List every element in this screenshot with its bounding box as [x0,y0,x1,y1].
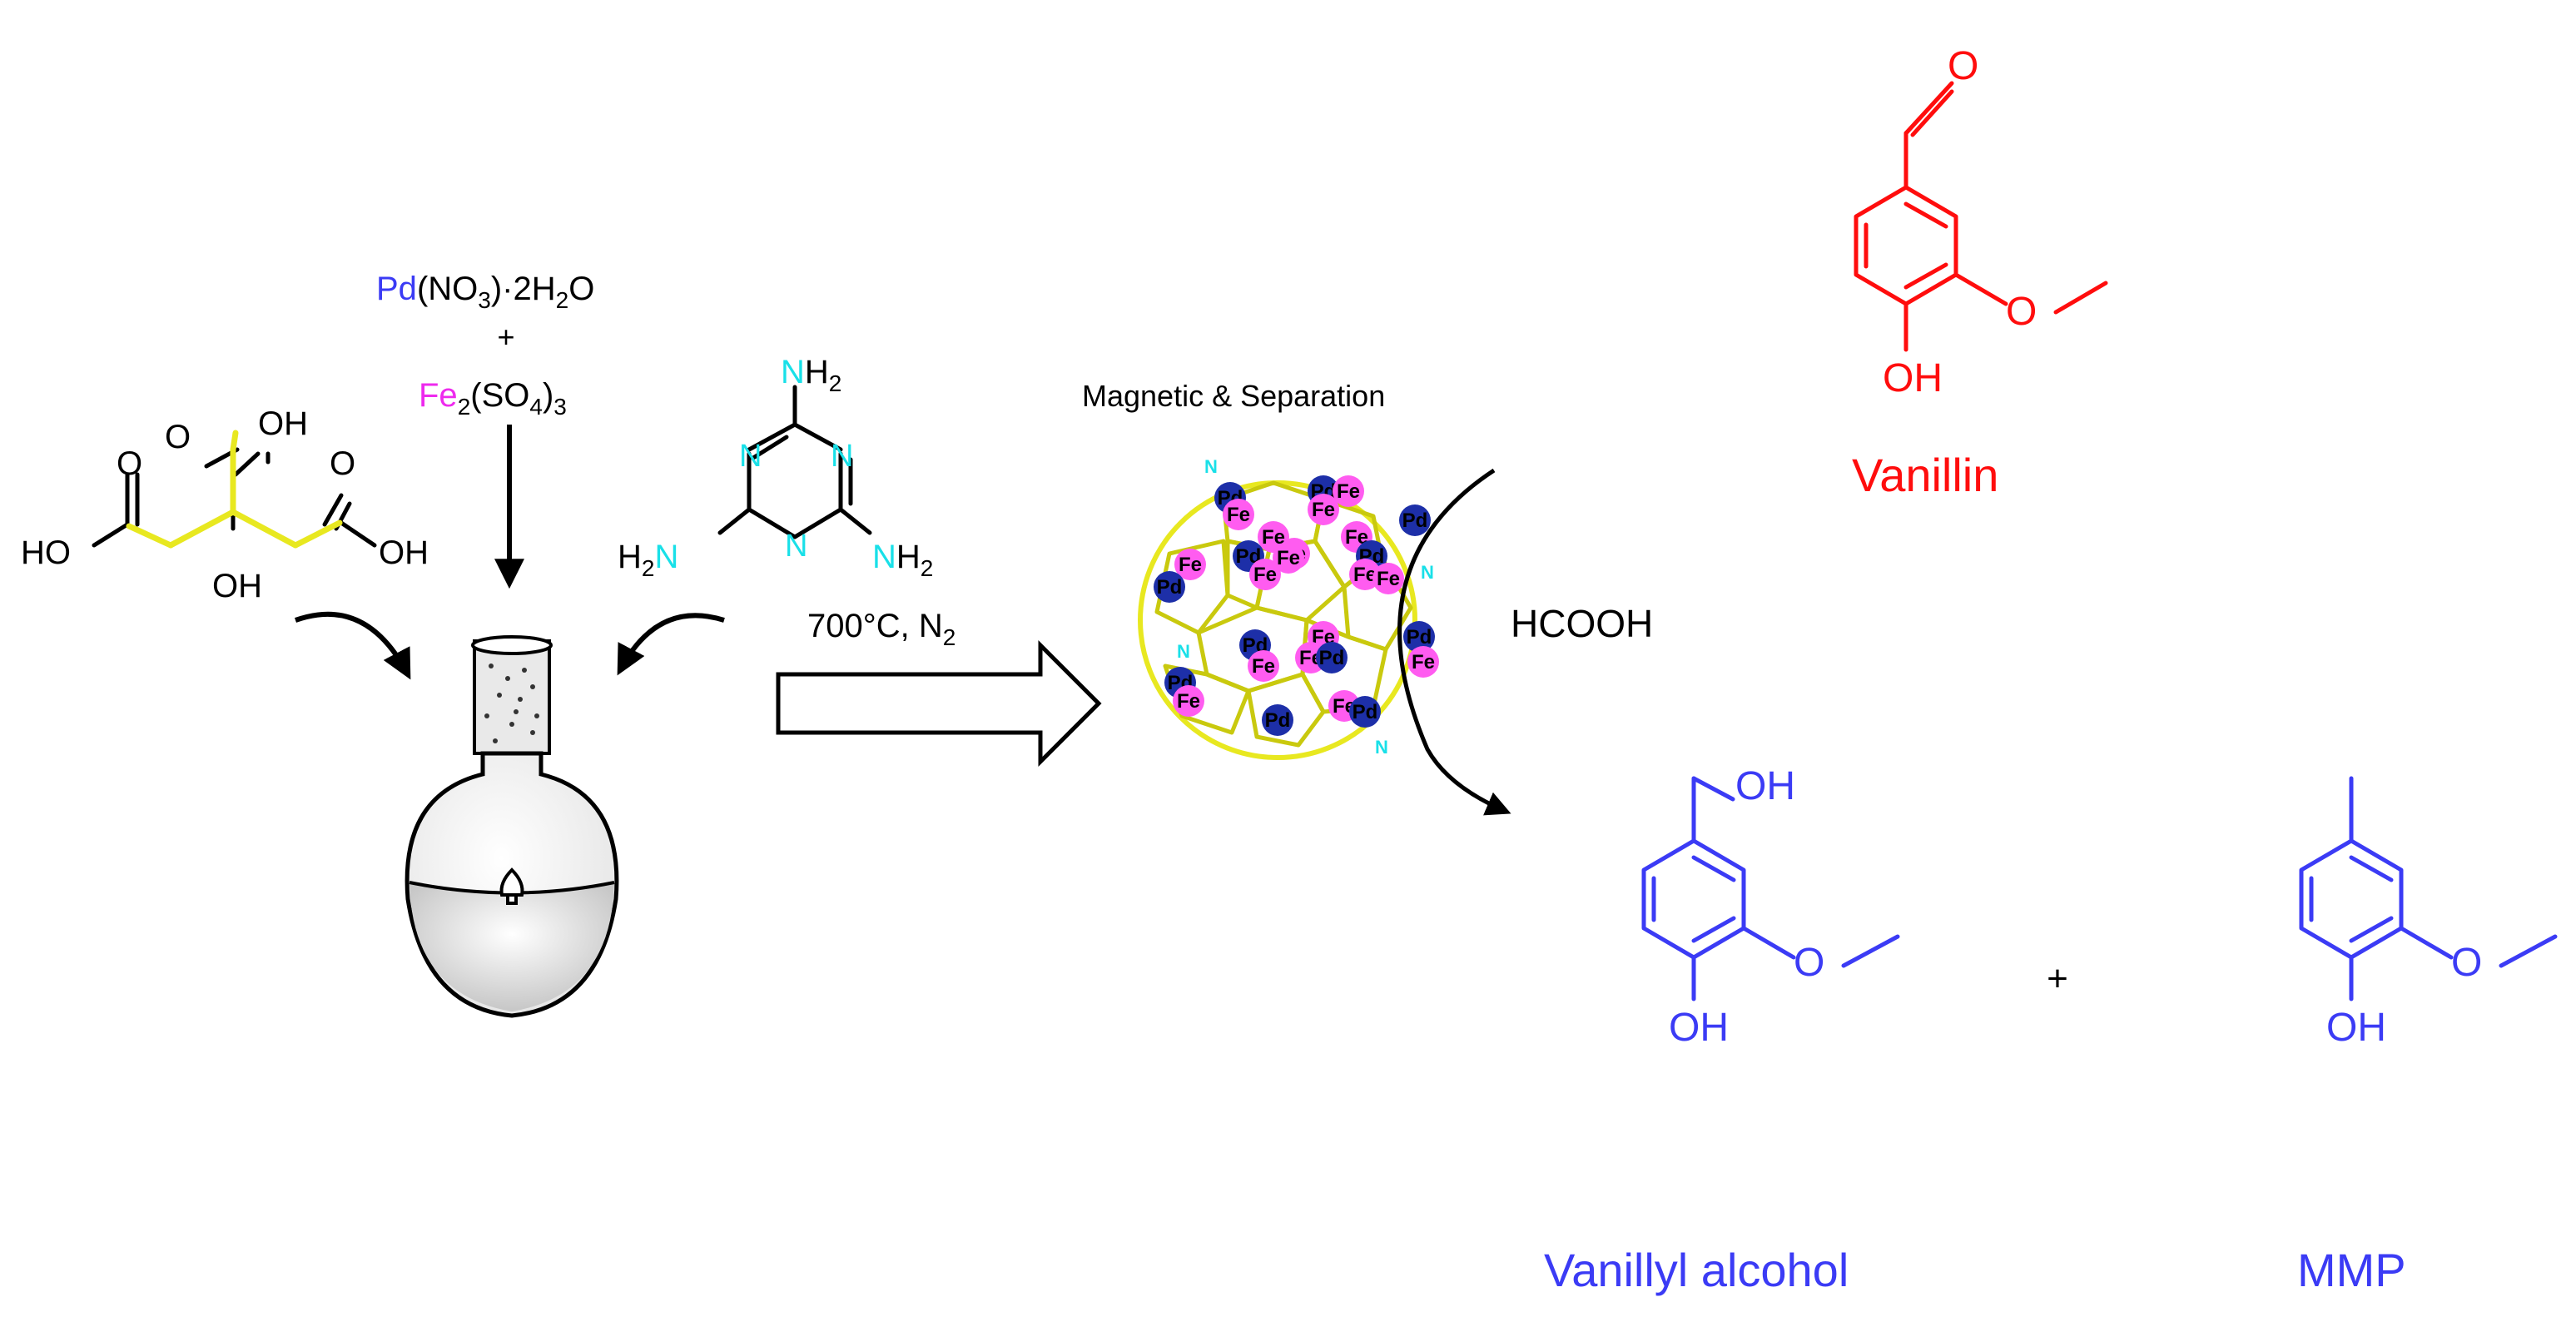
vanillyl-oh: OH [1669,1006,1729,1050]
fe-particle: Fe [1249,559,1281,590]
o-right-label: O [330,445,355,482]
svg-text:Pd: Pd [1402,509,1428,532]
svg-text:Pd: Pd [1157,576,1183,599]
ring-n-2: N [831,439,853,474]
curved-arrow-left [295,611,411,680]
mmp-methoxy-o: O [2451,941,2482,985]
svg-text:Fe: Fe [1377,568,1400,590]
ring-n-1: N [739,439,762,474]
citric-acid-structure: HO O O OH O OH OH [21,405,429,680]
pd-particle: Pd [1399,504,1431,536]
magnetic-separation-label: Magnetic & Separation [1082,379,1385,413]
svg-text:Fe: Fe [1353,564,1377,586]
svg-text:Pd: Pd [1319,647,1345,669]
mmp-name: MMP [2297,1244,2406,1296]
svg-text:Pd: Pd [1407,626,1432,649]
oh-top-label: OH [258,405,308,442]
pyrolysis-step: 700°C, N2 [776,608,1102,768]
n-dopant: N [1177,641,1190,662]
svg-text:Pd: Pd [1353,701,1378,723]
svg-text:Fe: Fe [1253,564,1277,586]
vanillin-name: Vanillin [1852,449,1998,501]
oh-center-label: OH [212,568,262,604]
n-dopant: N [1421,562,1434,583]
svg-text:Fe: Fe [1177,690,1200,713]
products-plus: + [2047,958,2068,999]
pd-particle: Pd [1262,704,1293,736]
metal-precursors: Pd(NO3)·2H2O + Fe2(SO4)3 [376,271,594,589]
fe-particle: Fe [1248,650,1279,682]
vanillin-methoxy-o: O [2006,290,2037,334]
vanillin-aldehyde-o: O [1948,44,1978,88]
open-arrow [776,639,1102,768]
svg-text:Fe: Fe [1312,499,1335,521]
fe-particle: Fe [1308,494,1339,525]
nanoparticles: Pd Fe Pd Fe Fe Fe Fe Pd Fe Pd Pd Fe Fe F… [1154,456,1439,758]
o-left-label: O [117,445,142,482]
pd-symbol: Pd [376,271,417,307]
pd-particle: Pd [1403,621,1435,653]
reduction-step: HCOOH [1397,468,1653,816]
fe-particle: Fe [1333,475,1364,507]
stir-bar-icon [499,867,524,905]
pd-particle: Pd [1349,696,1381,728]
mmp-structure: O OH MMP [2297,776,2558,1296]
n-dopant: N [1204,456,1218,477]
vanillyl-alcohol-structure: OH O OH Vanillyl alcohol [1544,764,1900,1296]
curved-arrow-right [617,613,725,676]
conditions-label: 700°C, N2 [807,608,955,650]
fe-particle: Fe [1407,646,1439,678]
svg-text:Fe: Fe [1252,655,1275,678]
pd-particle: Pd [1316,642,1348,673]
vanillyl-methoxy-o: O [1794,941,1824,985]
svg-text:Fe: Fe [1412,651,1435,673]
vanillyl-oh-top: OH [1735,764,1795,808]
catalyst-cage: Magnetic & Separation Pd Fe Pd Fe Fe Fe … [1082,379,1439,760]
melamine-right-amine: NH2 [872,539,933,581]
ho-left-label: HO [21,534,71,571]
svg-text:Fe: Fe [1179,554,1202,576]
plus-sign: + [497,320,514,354]
fe-particle: Fe [1372,563,1404,594]
vanillin-structure: O O OH Vanillin [1852,44,2108,501]
o-top-label: O [165,419,191,455]
hcooh-label: HCOOH [1511,602,1653,645]
fe-particle: Fe [1174,549,1206,580]
fe-particle: Fe [1349,559,1381,590]
melamine-structure: NH2 H2N NH2 N N N [617,354,933,676]
fe-symbol: Fe [419,377,458,414]
melamine-left-amine: H2N [618,539,678,581]
n-dopant: N [1375,737,1388,758]
round-bottom-flask [405,635,619,1018]
pd-nitrate-label: Pd(NO3)·2H2O [376,271,594,313]
vanillin-oh: OH [1883,356,1943,400]
fe-sulfate-label: Fe2(SO4)3 [419,377,567,420]
oh-right-label: OH [379,534,429,571]
melamine-top-amine: NH2 [781,354,841,396]
ring-n-3: N [785,529,807,564]
vanillyl-name: Vanillyl alcohol [1544,1244,1849,1296]
fe-particle: Fe [1173,685,1204,717]
curved-reaction-arrow [1397,468,1511,816]
fe-particle: Fe [1273,542,1304,574]
fe-particle: Fe [1223,499,1254,530]
mmp-oh: OH [2326,1006,2386,1050]
svg-text:Fe: Fe [1337,480,1360,503]
pd-particle: Pd [1154,571,1185,603]
svg-text:Pd: Pd [1265,709,1291,732]
svg-text:Fe: Fe [1227,504,1250,526]
svg-text:Fe: Fe [1277,547,1300,569]
